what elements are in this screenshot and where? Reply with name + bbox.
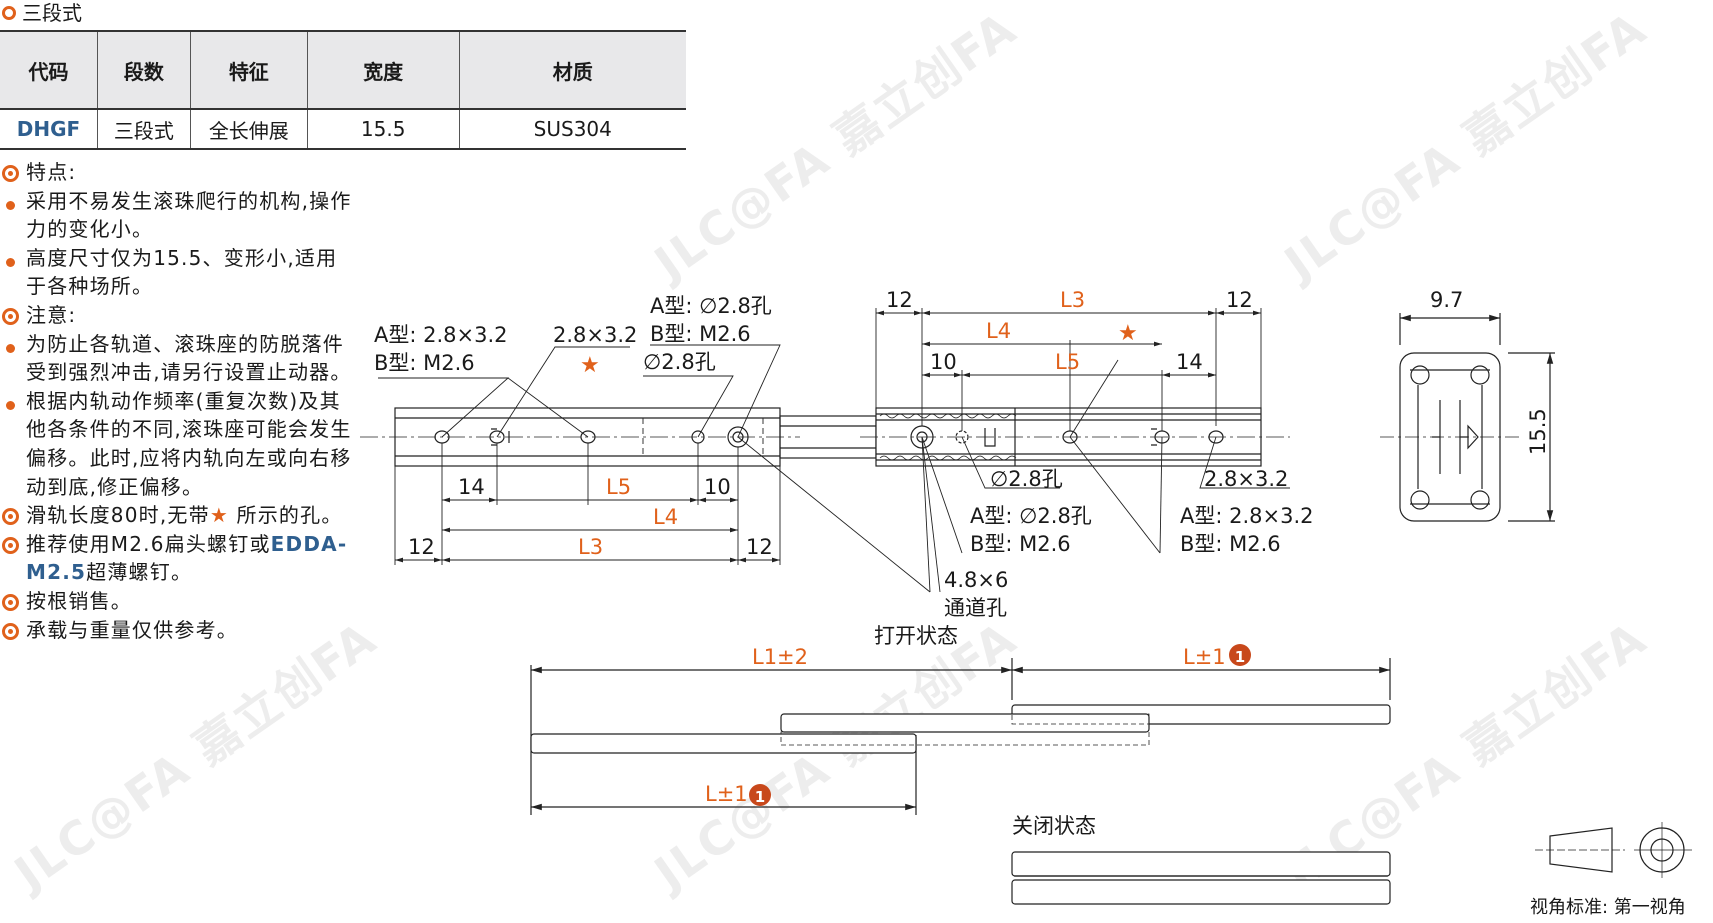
- ring-bullet-icon: [2, 165, 19, 182]
- right-hole-type-b-label: B型: M2.6: [970, 532, 1071, 556]
- list-item: 采用不易发生滚珠爬行的机构,操作力的变化小。: [2, 187, 352, 244]
- ring-bullet-icon: [2, 536, 19, 554]
- dim-12b-right: 12: [1226, 288, 1253, 312]
- right-rail-view: [860, 407, 1290, 467]
- open-dim-l-top-label: L±1: [1183, 645, 1226, 669]
- closed-state-view: [1011, 851, 1391, 905]
- spec-table: 代码 段数 特征 宽度 材质 DHGF 三段式 全长伸展 15.5 SUS304: [0, 30, 686, 150]
- section-width-label: 9.7: [1430, 288, 1463, 312]
- left-star-icon: ★: [580, 353, 600, 378]
- left-hole-type-b-label: B型: M2.6: [650, 322, 751, 346]
- right-slot-type-a-label: A型: 2.8×3.2: [1180, 504, 1314, 528]
- open-dim-l1-label: L1±2: [752, 645, 808, 669]
- list-item: 推荐使用M2.6扁头螺钉或EDDA-M2.5超薄螺钉。: [2, 530, 352, 587]
- right-dimensions: [737, 308, 1290, 593]
- left-hole-type-a-label: A型: ∅2.8孔: [650, 294, 772, 318]
- table-header: 宽度: [307, 30, 460, 110]
- left-rail-view: [360, 407, 877, 467]
- dot-bullet-icon: [6, 343, 15, 353]
- list-item: 按根销售。: [2, 587, 352, 616]
- section-height-label: 15.5: [1526, 408, 1550, 455]
- note-badge-icon: 1: [1229, 644, 1251, 666]
- left-dimensions: [378, 344, 781, 565]
- dim-14-left: 14: [458, 475, 485, 499]
- table-header: 代码: [0, 30, 98, 110]
- table-header: 特征: [190, 30, 308, 110]
- svg-text:1: 1: [755, 788, 765, 806]
- projection-standard-label: 视角标准: 第一视角: [1530, 897, 1686, 918]
- left-hole-label: ∅2.8孔: [643, 350, 716, 374]
- code-cell[interactable]: DHGF: [0, 109, 98, 150]
- through-hole-size-label: 4.8×6: [944, 568, 1008, 592]
- ring-bullet-icon: [2, 622, 19, 640]
- left-slot-label: 2.8×3.2: [553, 323, 637, 347]
- ring-bullet-icon: [2, 6, 16, 20]
- table-cell: SUS304: [459, 109, 686, 150]
- list-item: 承载与重量仅供参考。: [2, 616, 352, 645]
- dot-bullet-icon: [6, 200, 15, 210]
- list-item: 为防止各轨道、滚珠座的防脱落件受到强烈冲击,请另行设置止动器。: [2, 330, 352, 387]
- left-slot-type-b-label: B型: M2.6: [374, 351, 475, 375]
- cross-section-view: [1380, 313, 1555, 522]
- table-header: 材质: [459, 30, 686, 110]
- open-dim-l-bottom-label: L±1: [705, 782, 748, 806]
- section-title: 三段式: [2, 0, 82, 26]
- table-cell: 15.5: [307, 109, 460, 150]
- list-item: 根据内轨动作频率(重复次数)及其他各条件的不同,滚珠座可能会发生偏移。此时,应将…: [2, 387, 352, 501]
- first-angle-projection-icon: [1535, 822, 1692, 878]
- note-badge-icon: 1: [749, 784, 771, 806]
- table-cell: 全长伸展: [190, 109, 308, 150]
- dim-l4-left: L4: [653, 505, 678, 529]
- dot-bullet-icon: [6, 257, 15, 267]
- table-cell: 三段式: [97, 109, 191, 150]
- right-star-icon: ★: [1118, 321, 1138, 346]
- dot-bullet-icon: [6, 400, 15, 410]
- dim-12a-right: 12: [886, 288, 913, 312]
- right-hole-label: ∅2.8孔: [990, 467, 1063, 491]
- dim-10-left: 10: [704, 475, 731, 499]
- svg-text:1: 1: [1235, 648, 1245, 666]
- star-icon: ★: [209, 503, 229, 528]
- ring-bullet-icon: [2, 508, 19, 526]
- closed-state-label: 关闭状态: [1012, 814, 1096, 838]
- dim-12a-left: 12: [408, 535, 435, 559]
- dim-14-right: 14: [1176, 350, 1203, 374]
- notes-panel: 特点: 采用不易发生滚珠爬行的机构,操作力的变化小。 高度尺寸仅为15.5、变形…: [2, 158, 352, 644]
- through-hole-label: 通道孔: [944, 596, 1007, 620]
- right-slot-type-b-label: B型: M2.6: [1180, 532, 1281, 556]
- table-header-row: 代码 段数 特征 宽度 材质: [0, 30, 686, 110]
- open-state-label: 打开状态: [874, 624, 958, 648]
- dim-l4-right: L4: [986, 319, 1011, 343]
- dim-12b-left: 12: [746, 535, 773, 559]
- dim-l5-right: L5: [1055, 350, 1080, 374]
- ring-bullet-icon: [2, 593, 19, 611]
- open-state-view: [530, 658, 1391, 815]
- right-slot-label: 2.8×3.2: [1204, 467, 1288, 491]
- ring-bullet-icon: [2, 307, 19, 325]
- features-heading: 特点:: [2, 158, 352, 187]
- dim-l3-left: L3: [578, 535, 603, 559]
- table-header: 段数: [97, 30, 191, 110]
- screw-link[interactable]: EDDA-M2.5: [26, 531, 348, 585]
- dim-l3-right: L3: [1060, 288, 1085, 312]
- list-item: 高度尺寸仅为15.5、变形小,适用于各种场所。: [2, 244, 352, 301]
- right-hole-type-a-label: A型: ∅2.8孔: [970, 504, 1092, 528]
- caution-heading: 注意:: [2, 301, 352, 330]
- dim-l5-left: L5: [606, 475, 631, 499]
- list-item: 滑轨长度80时,无带★ 所示的孔。: [2, 501, 352, 530]
- dim-10-right: 10: [930, 350, 957, 374]
- left-slot-type-a-label: A型: 2.8×3.2: [374, 323, 508, 347]
- table-row: DHGF 三段式 全长伸展 15.5 SUS304: [0, 109, 686, 150]
